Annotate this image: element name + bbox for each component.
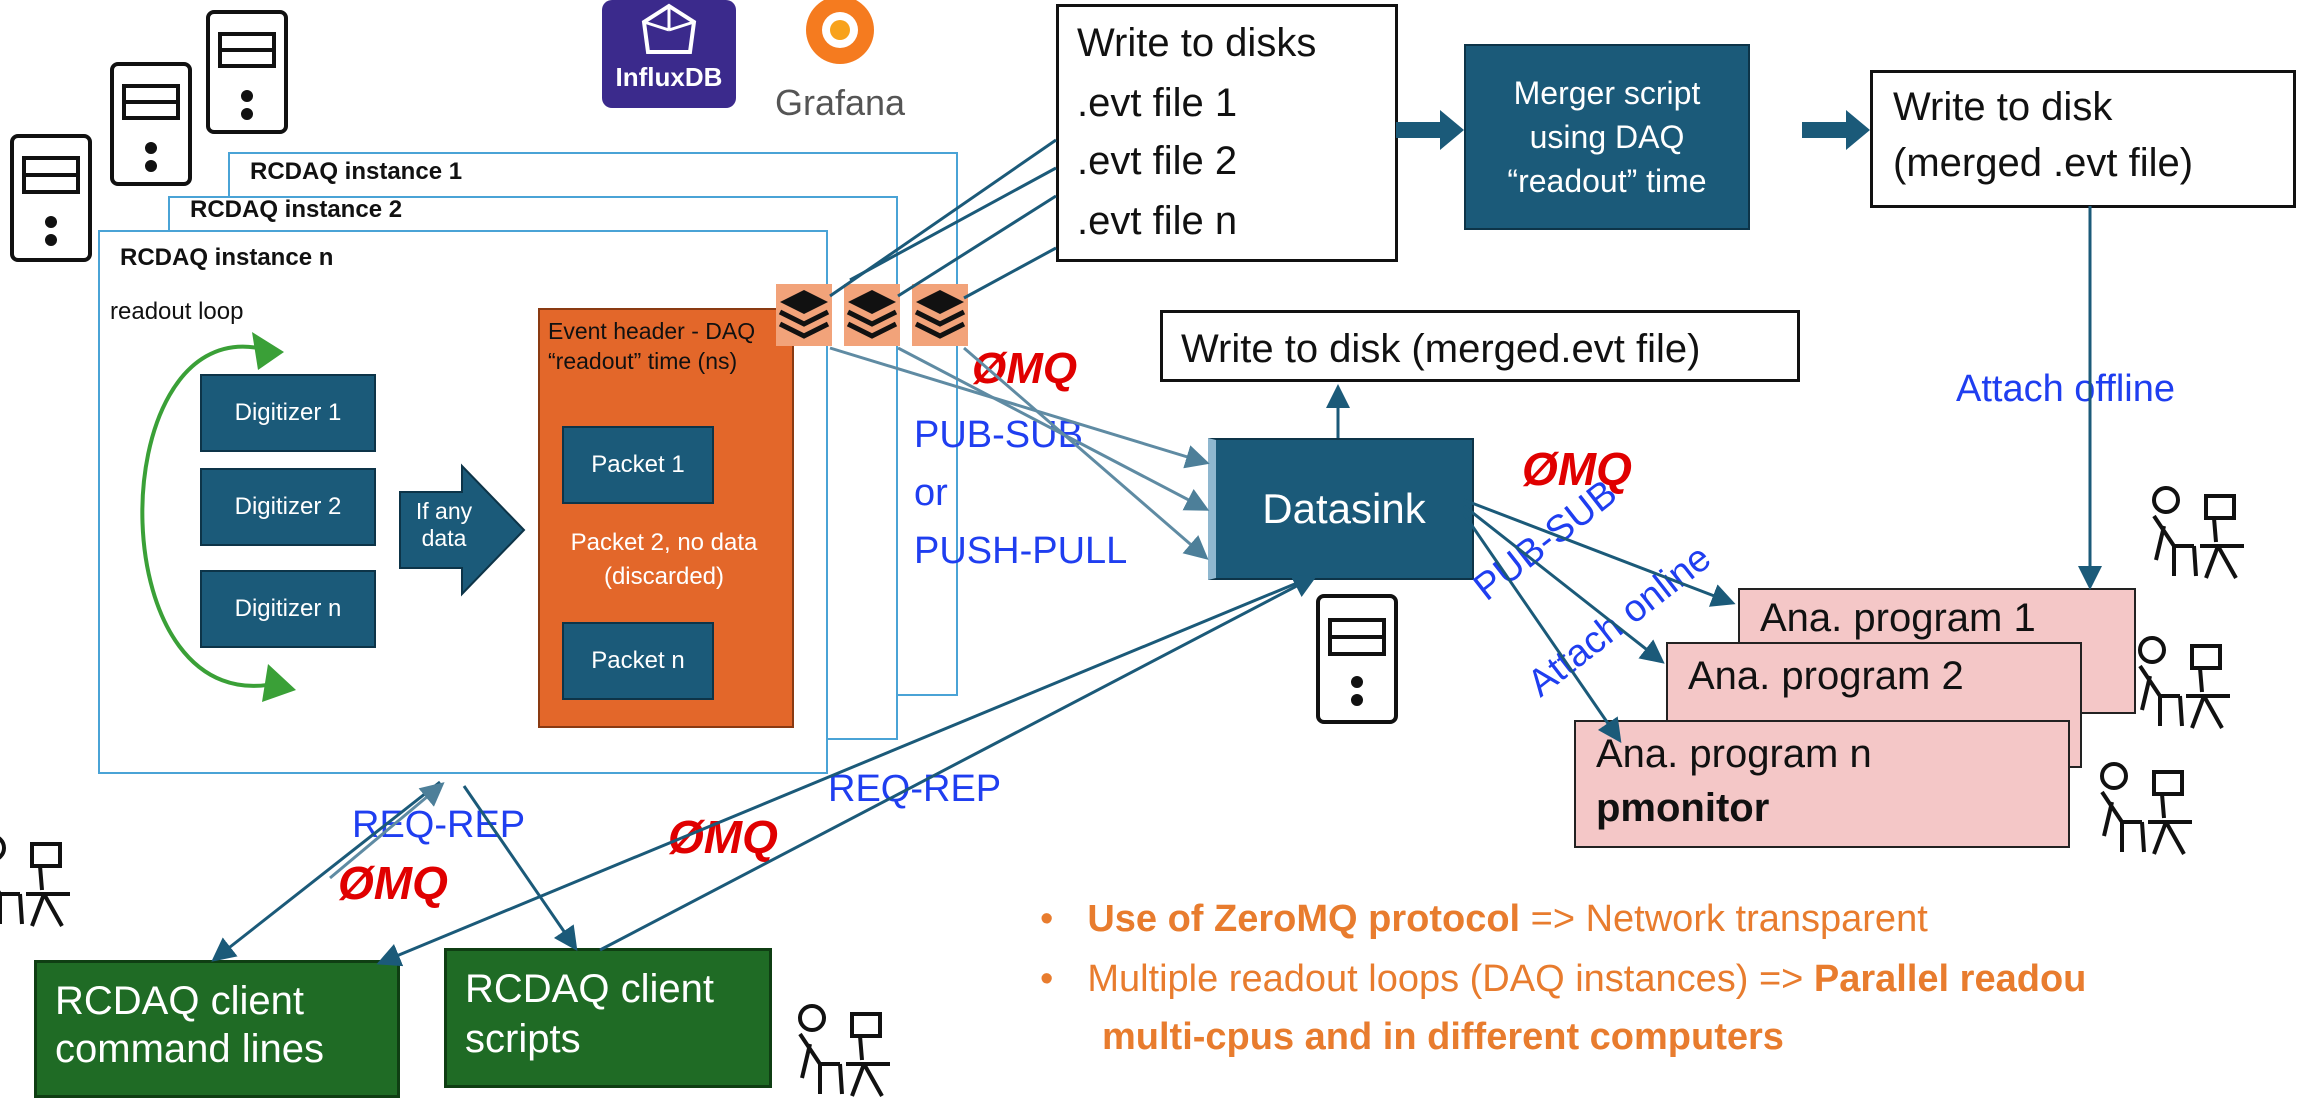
digitizer-1: Digitizer 1 (200, 374, 376, 452)
arrow-cmd-to-instance (329, 782, 445, 880)
bullet-1-bold: Use of ZeroMQ protocol (1087, 898, 1521, 940)
rcdaq-client-scripts-box: RCDAQ client scripts (444, 948, 772, 1088)
bullet-2: •Multiple readout loops (DAQ instances) … (1040, 958, 2087, 1000)
pubsub-label: PUB-SUB (914, 414, 1083, 456)
bullet-2-bold: Parallel readou (1813, 958, 2087, 1000)
person-at-desk-icon (798, 1004, 890, 1097)
rcdaq-instance-2-label: RCDAQ instance 2 (190, 196, 403, 223)
write-merged-top-line1: Write to disk (1893, 85, 2113, 129)
arrow-to-ana-n (1462, 513, 1622, 743)
line-to-disks-4 (849, 166, 1057, 282)
rcdaq-client-cmd-line2: command lines (55, 1027, 325, 1071)
zmq-label-right: ØMQ (1522, 443, 1632, 495)
ana-program-1-label: Ana. program 1 (1760, 596, 2036, 640)
influxdb-logo: InfluxDB (602, 0, 736, 108)
bullet-1-rest: => Network transparent (1520, 898, 1928, 940)
attach-offline-label: Attach offline (1956, 368, 2176, 410)
person-at-desk-icon (2138, 636, 2230, 729)
evt-file-1: .evt file 1 (1077, 81, 1238, 125)
arrow-to-datasink-1 (829, 346, 1210, 469)
pmonitor-label: pmonitor (1596, 786, 1770, 830)
rcdaq-client-scripts-line1: RCDAQ client (465, 967, 714, 1011)
rcdaq-client-cmd-box: RCDAQ client command lines (34, 960, 400, 1098)
grafana-icon (806, 0, 874, 64)
arrow-instance-to-scripts (462, 785, 578, 951)
datasink-box: Datasink (1208, 438, 1474, 580)
arrow-to-ana-2 (1463, 504, 1665, 664)
person-at-desk-icon (2100, 762, 2192, 855)
packet-2-text: Packet 2, no data (discarded) (570, 529, 758, 590)
or-label: or (914, 472, 948, 514)
write-to-disks-box: Write to disks .evt file 1 .evt file 2 .… (1056, 4, 1398, 262)
influxdb-logo-text: InfluxDB (615, 62, 723, 92)
layers-icon (844, 284, 900, 346)
write-merged-top-line2: (merged .evt file) (1893, 141, 2194, 185)
req-rep-label-center: REQ-REP (828, 768, 1002, 810)
rcdaq-instance-n-label: RCDAQ instance n (120, 244, 334, 271)
merger-script-box: Merger script using DAQ “readout” time (1464, 44, 1750, 230)
rcdaq-client-scripts-line2: scripts (465, 1017, 581, 1061)
readout-loop-label: readout loop (110, 298, 244, 325)
person-at-desk-icon (0, 836, 70, 927)
arrow-merger-to-disk (1802, 110, 1870, 150)
layers-icon (776, 284, 832, 346)
bullet-1: •Use of ZeroMQ protocol => Network trans… (1040, 898, 1928, 940)
digitizer-2: Digitizer 2 (200, 468, 376, 546)
arrow-to-datasink-2 (897, 346, 1210, 511)
grafana-logo: Grafana (755, 0, 925, 123)
arrow-disks-to-merger (1396, 110, 1464, 150)
server-icon (10, 134, 92, 262)
rcdaq-instance-1-label: RCDAQ instance 1 (250, 158, 463, 185)
evt-file-2: .evt file 2 (1077, 139, 1238, 183)
rcdaq-client-cmd-line1: RCDAQ client (55, 979, 304, 1023)
bullet-3-bold: multi-cpus and in different computers (1102, 1016, 1784, 1058)
req-rep-label-left: REQ-REP (352, 804, 526, 846)
ana-program-n-label: Ana. program n (1596, 732, 1872, 776)
line-to-disks-3 (963, 246, 1057, 300)
pushpull-label: PUSH-PULL (914, 530, 1128, 572)
arrow-to-datasink-3 (963, 346, 1209, 560)
packet-n: Packet n (562, 622, 714, 700)
digitizer-n: Digitizer n (200, 570, 376, 648)
ana-program-2-label: Ana. program 2 (1688, 654, 1964, 698)
write-to-disks-title: Write to disks (1077, 21, 1317, 65)
person-at-desk-icon (2152, 486, 2244, 579)
arrow-to-ana-1 (1463, 498, 1736, 607)
server-icon (110, 62, 192, 186)
evt-file-n: .evt file n (1077, 199, 1238, 243)
bullet-2-text: Multiple readout loops (DAQ instances) =… (1087, 958, 1814, 1000)
if-any-data-label: If any data (415, 498, 473, 551)
arrow-datasink-to-cmd (376, 574, 1315, 967)
server-icon (206, 10, 288, 134)
write-merged-mid-box: Write to disk (merged.evt file) (1160, 310, 1800, 382)
event-header-text: Event header - DAQ “readout” time (ns) (548, 318, 756, 374)
write-merged-top-box: Write to disk (merged .evt file) (1870, 70, 2296, 208)
line-to-disks-2 (897, 194, 1057, 298)
packet-1: Packet 1 (562, 426, 714, 504)
bullet-3: multi-cpus and in different computers (1102, 1016, 1784, 1059)
grafana-logo-text: Grafana (774, 82, 906, 123)
arrow-instance-to-cmd (211, 780, 441, 962)
zmq-label-bottom-left: ØMQ (338, 857, 448, 909)
arrow-scripts-to-datasink (599, 575, 1318, 952)
influxdb-icon (641, 3, 697, 54)
layers-icon (912, 284, 968, 346)
ana-program-n-box: Ana. program n pmonitor (1574, 720, 2070, 848)
